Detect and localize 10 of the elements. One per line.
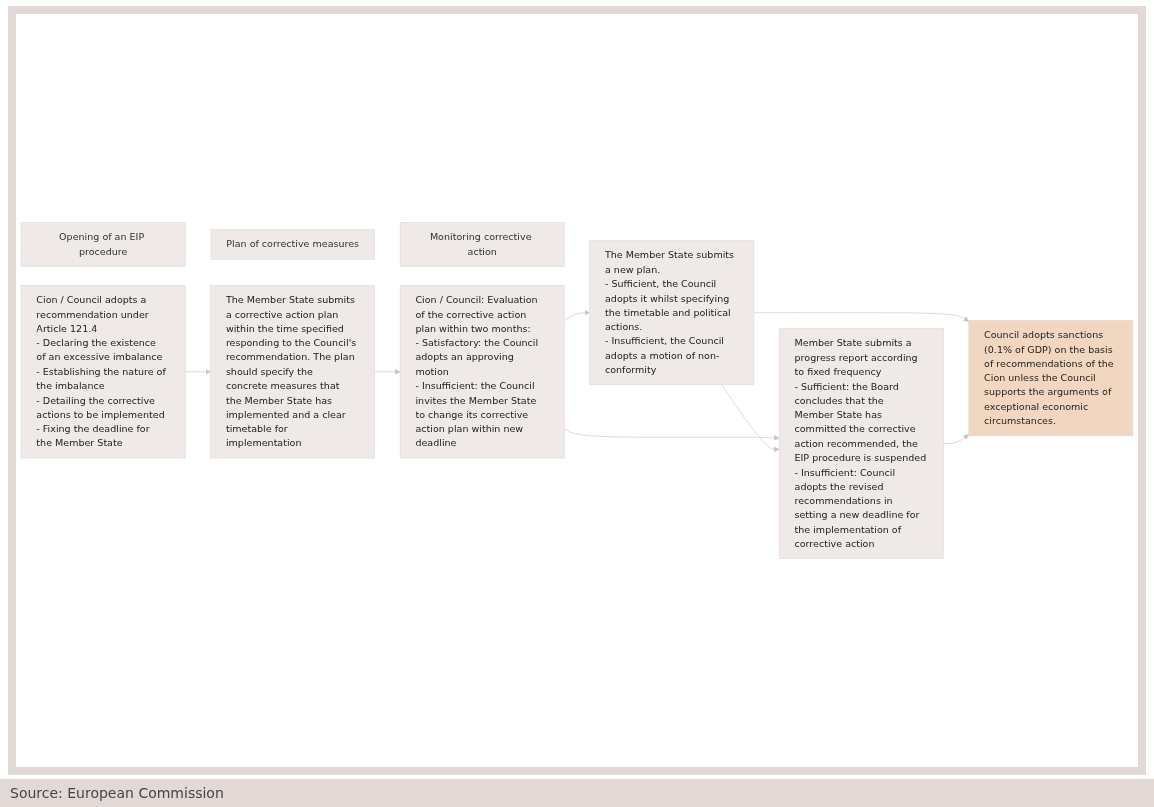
source-caption: Source: European Commission [10,785,224,801]
node-box: Plan of corrective measures [210,229,375,260]
node-box: Monitoring corrective action [399,222,565,267]
node-box: Cion / Council adopts a recommendation under Article 121.4 - Declaring the existence of an excessive imbalance - Establishing the nature of the imbalance - Detailing the corrective actions to be implemented - Fixing the deadline for the Member State [20,285,186,459]
node-box: The Member State submits a new plan. - Sufficient, the Council adopts it whilst specifying the timetable and political actions. - Insufficient, the Council adopts a motion of non-conformity [589,240,755,386]
node-box: Cion / Council: Evaluation of the corrective action plan within two months: - Satisfactory: the Council adopts an approving motion - Insufficient: the Council invites the Member State to change its corrective action plan within new deadline [399,285,565,459]
node-box: Opening of an EIP procedure [20,222,186,267]
node-box: Council adopts sanctions (0.1% of GDP) on the basis of recommendations of the Cion unless the Council supports the arguments of exceptional economic circumstances. [968,320,1134,437]
node-box: The Member State submits a corrective action plan within the time specified responding to the Council's recommendation. The plan should specify the concrete measures that the Member State has implemented and a clear timetable for implementation [210,285,376,459]
node-box: Member State submits a progress report according to fixed frequency - Sufficient: the Board concludes that the Member State has committed the corrective action recommended, the EIP procedure is suspended - Insufficient: Council adopts the revised recommendations in setting a new deadline for the implementation of corrective action [778,328,944,559]
